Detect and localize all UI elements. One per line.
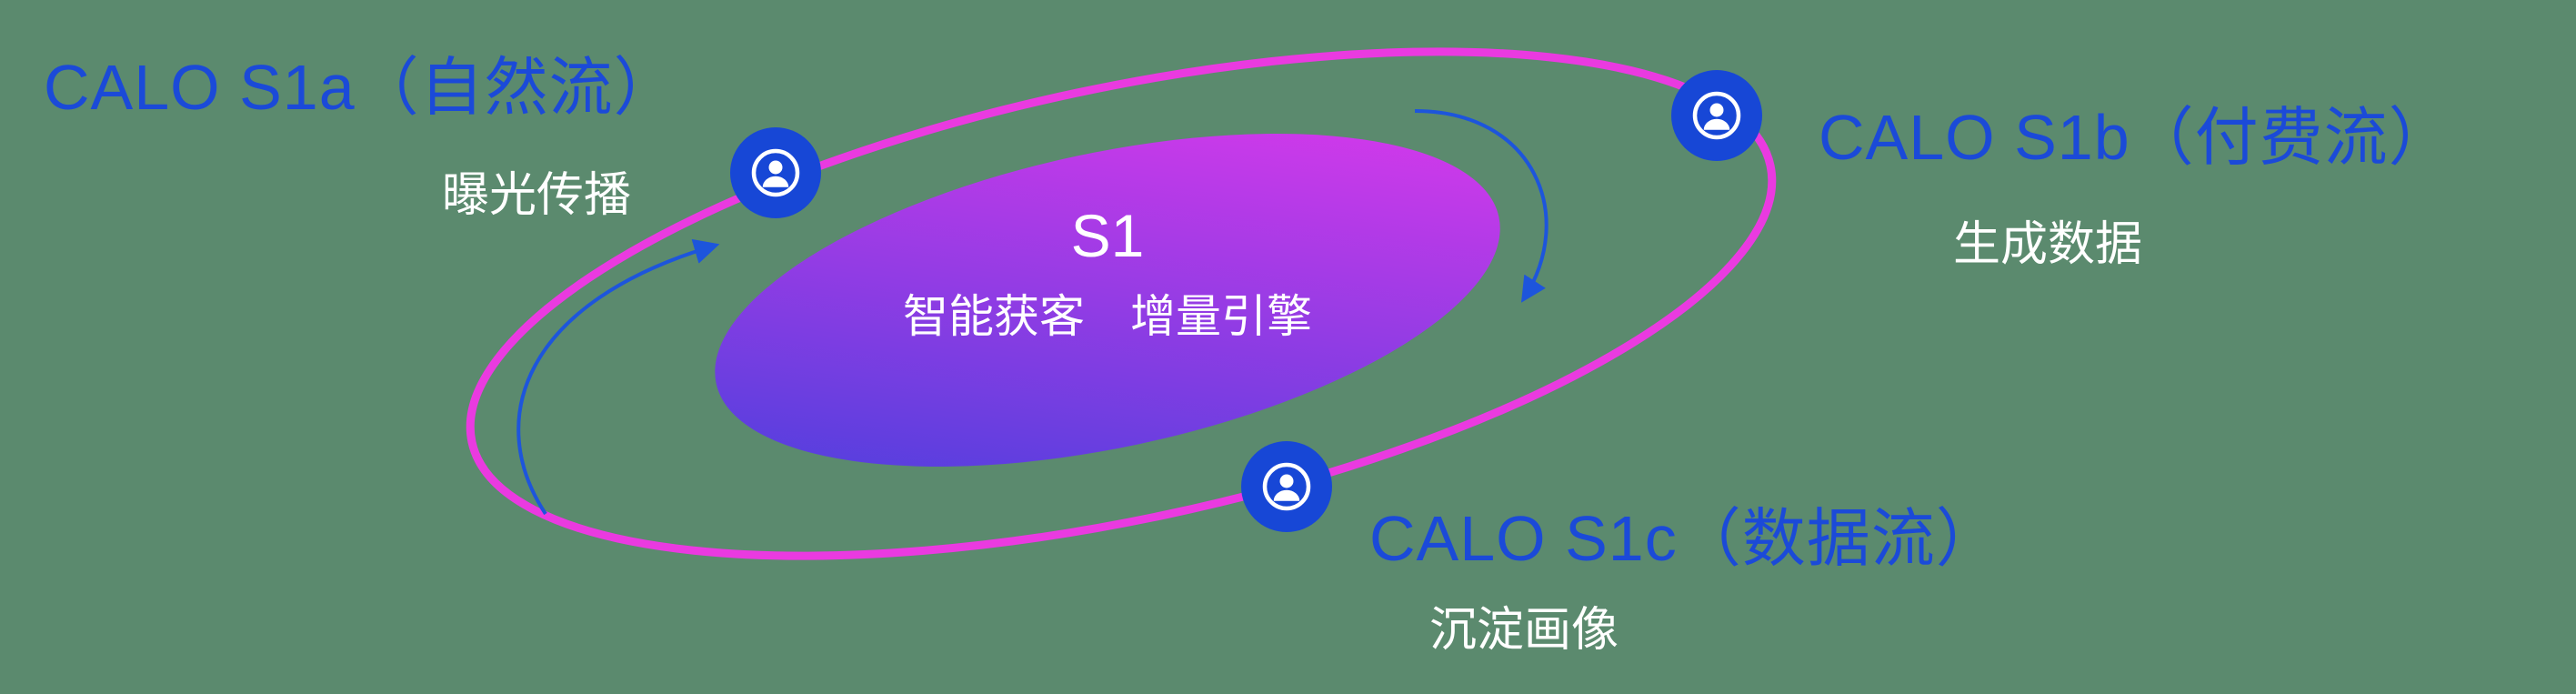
- node-s1c: [1241, 441, 1332, 532]
- core-label-group: S1 智能获客 增量引擎: [835, 202, 1380, 346]
- person-icon: [751, 148, 800, 197]
- label-s1a: CALO S1a（自然流）: [44, 52, 678, 123]
- label-s1b: CALO S1b（付费流）: [1819, 102, 2453, 173]
- core-subtitle: 智能获客 增量引擎: [903, 290, 1312, 342]
- core-ellipse: [715, 134, 1500, 467]
- person-icon: [1692, 91, 1741, 140]
- flow-arrow-right: [1414, 109, 1549, 303]
- flow-arrow-left: [516, 238, 720, 516]
- node-s1b: [1671, 70, 1762, 161]
- person-icon: [1262, 462, 1311, 511]
- orbit-ring: [466, 47, 1777, 560]
- node-s1a: [730, 127, 821, 218]
- sublabel-s1c: 沉淀画像: [1429, 604, 1619, 657]
- label-s1c: CALO S1c（数据流）: [1369, 503, 2000, 574]
- core-title: S1: [1070, 202, 1145, 269]
- sublabel-s1a: 曝光传播: [442, 169, 632, 222]
- sublabel-s1b: 生成数据: [1953, 218, 2143, 271]
